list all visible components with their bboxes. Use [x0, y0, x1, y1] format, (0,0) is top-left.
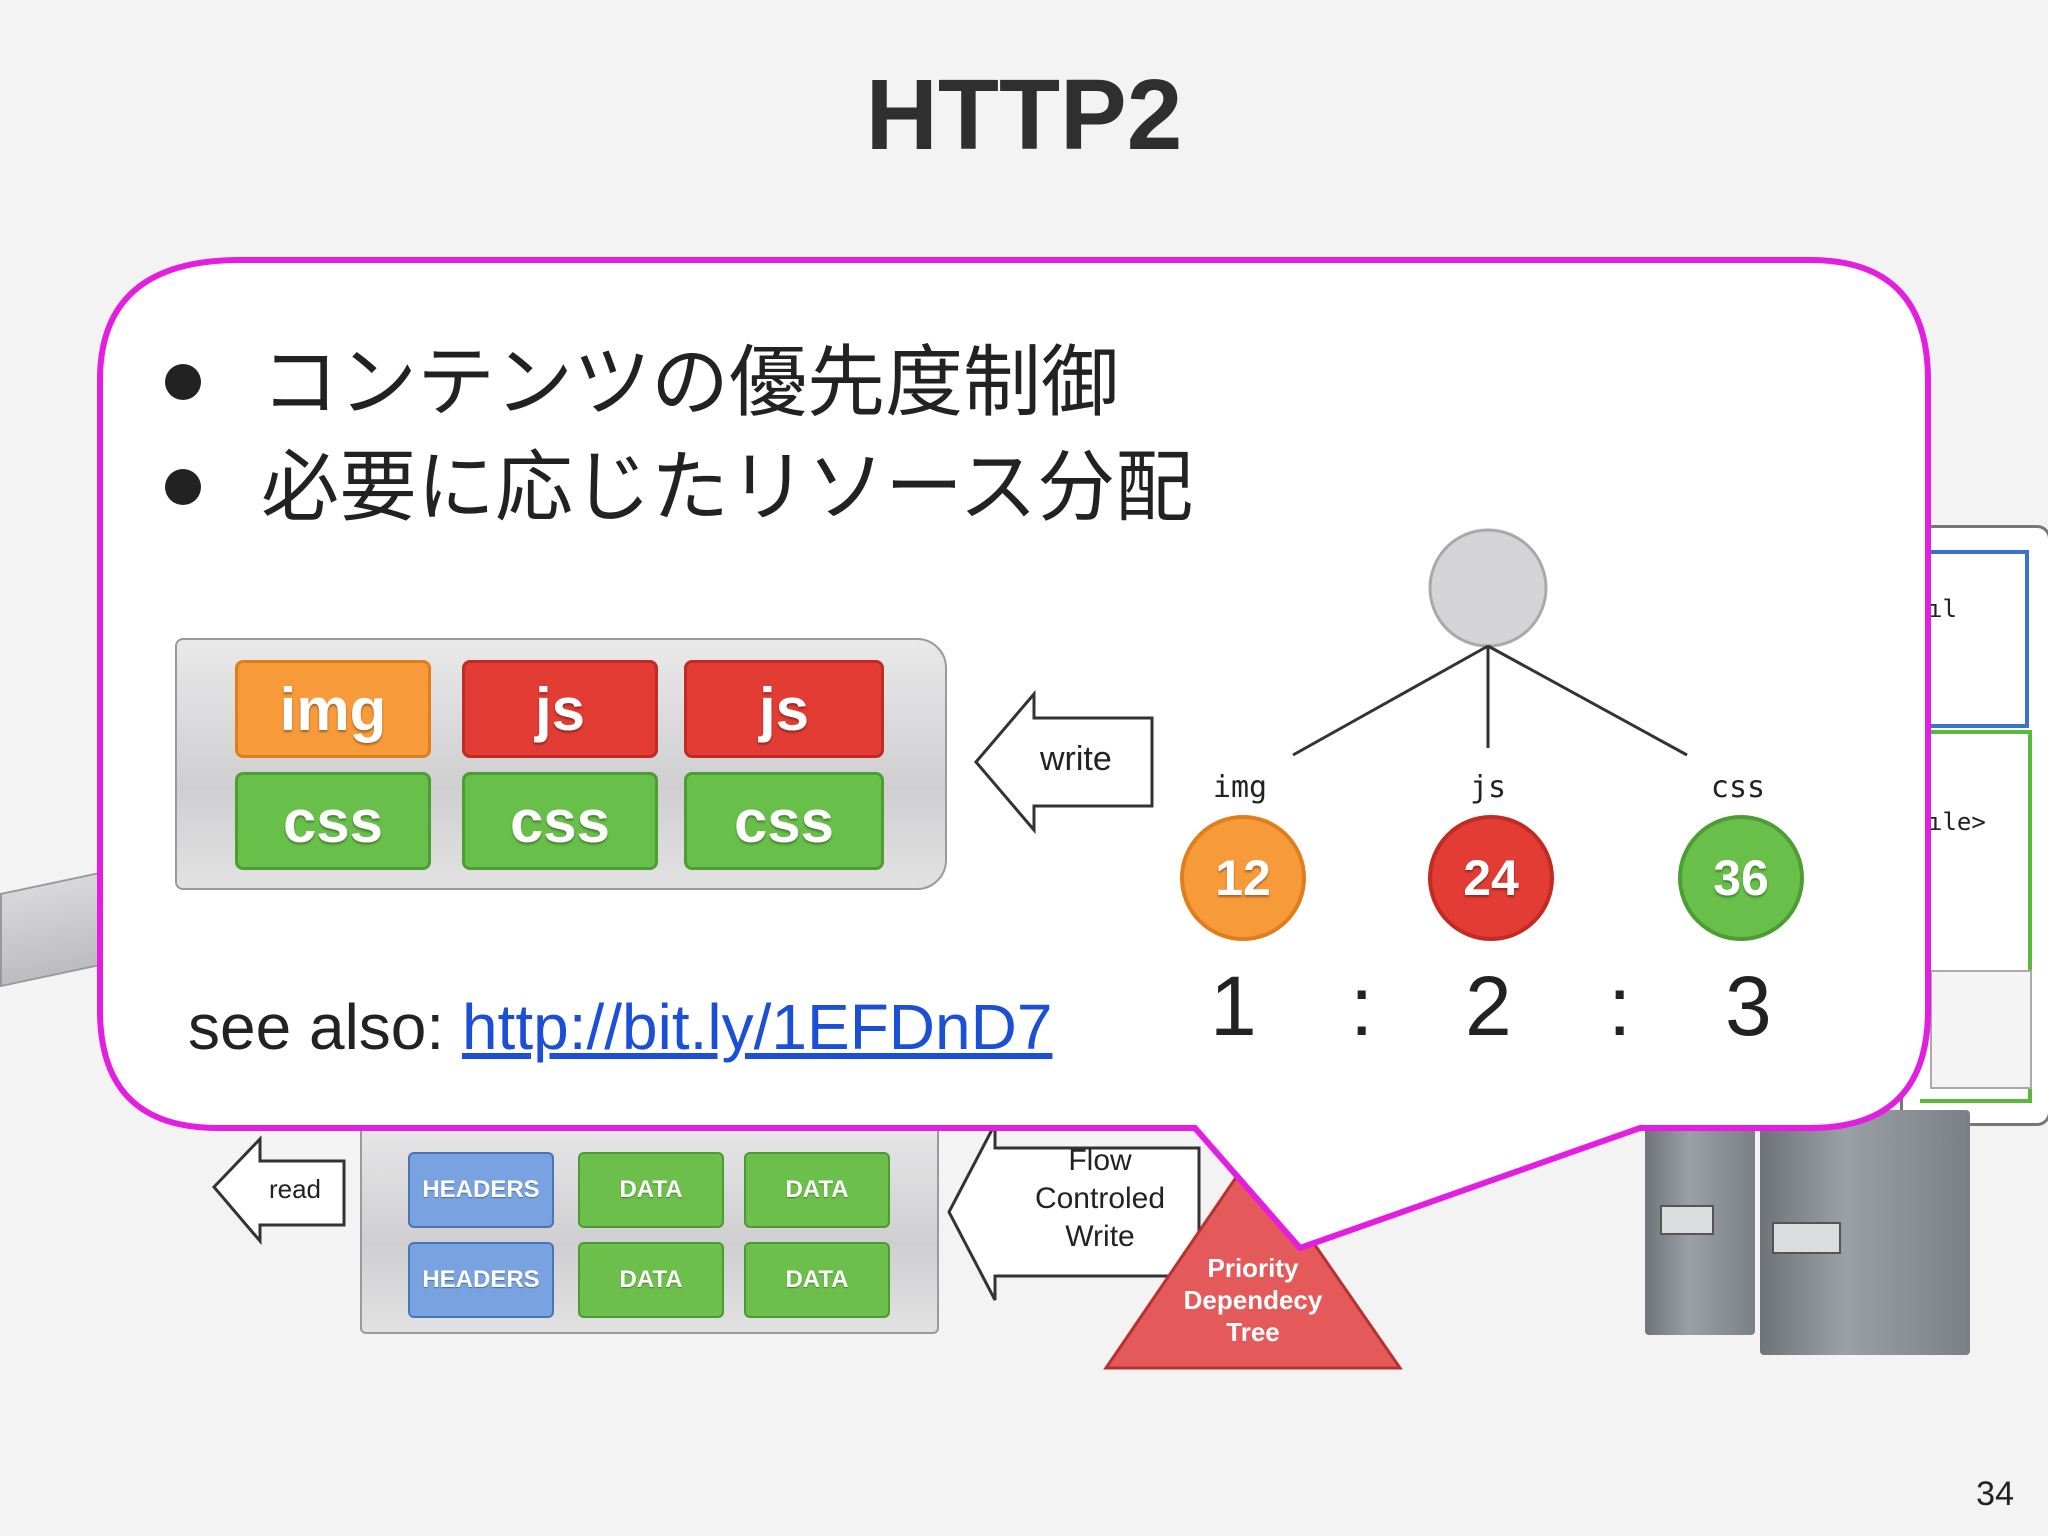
- stream-css: css: [684, 772, 884, 870]
- data-frame: DATA: [744, 1152, 890, 1228]
- priority-triangle: [1103, 1151, 1403, 1370]
- data-frame: DATA: [578, 1242, 724, 1318]
- page-number: 34: [1976, 1475, 2014, 1513]
- tree-label-css: css: [1710, 770, 1766, 805]
- bullet-item: コンテンツの優先度制御: [165, 320, 1119, 432]
- bullet-dot: [165, 468, 201, 505]
- stream-js: js: [462, 660, 658, 758]
- flow-label: Flow Controled Write: [1034, 1144, 1166, 1253]
- server-led: [1660, 1205, 1714, 1235]
- tree-node-js: 24: [1428, 815, 1554, 941]
- ratio-value: 1: [1210, 959, 1257, 1053]
- html-box: [1920, 550, 2029, 728]
- dependency-tree-edges: [1292, 528, 1688, 757]
- ratio-value: 3: [1725, 959, 1772, 1053]
- document-icon: [1930, 970, 2032, 1089]
- stream-js: js: [684, 660, 884, 758]
- data-frame: DATA: [744, 1242, 890, 1318]
- tree-label-js: js: [1469, 770, 1507, 805]
- write-label: write: [1040, 740, 1112, 778]
- ratio-separator: :: [1608, 959, 1632, 1053]
- bullet-item: 必要に応じたリソース分配: [165, 425, 1193, 537]
- server-led: [1772, 1222, 1841, 1254]
- read-arrow: [211, 1135, 346, 1245]
- see-also-link[interactable]: http://bit.ly/1EFDnD7: [461, 991, 1053, 1063]
- stream-css: css: [235, 772, 431, 870]
- tree-node-css: 36: [1678, 815, 1804, 941]
- priority-label: Priority Dependecy Tree: [1183, 1253, 1323, 1347]
- stream-css: css: [462, 772, 658, 870]
- tree-node-img: 12: [1180, 815, 1306, 941]
- tree-root-node: [1428, 528, 1548, 648]
- data-frame: DATA: [578, 1152, 724, 1228]
- ratio-value: 2: [1465, 959, 1512, 1053]
- tree-label-img: img: [1212, 770, 1268, 805]
- code-fragment: ıl: [1928, 595, 1957, 623]
- code-fragment: ıle>: [1928, 808, 1986, 836]
- slide-title: HTTP2: [865, 59, 1183, 171]
- see-also-prefix: see also:: [188, 991, 462, 1063]
- read-label: read: [268, 1174, 322, 1204]
- write-arrow: [974, 690, 1154, 835]
- code-box: [1920, 730, 2032, 1103]
- stream-img: img: [235, 660, 431, 758]
- bullet-dot: [165, 363, 201, 400]
- see-also: see also: http://bit.ly/1EFDnD7: [188, 990, 1052, 1064]
- headers-frame: HEADERS: [408, 1242, 554, 1318]
- ratio-separator: :: [1350, 959, 1374, 1053]
- headers-frame: HEADERS: [408, 1152, 554, 1228]
